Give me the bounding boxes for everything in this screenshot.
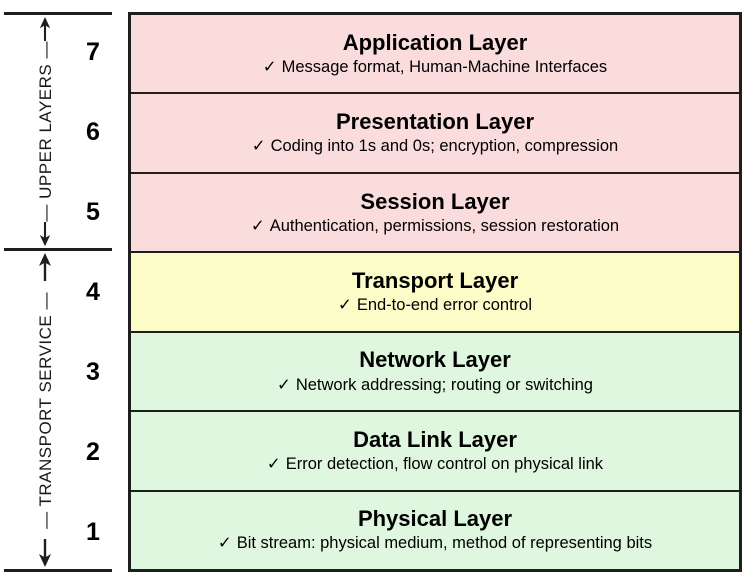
osi-table: Application Layer ✓Message format, Human… — [128, 12, 742, 572]
layer-title: Presentation Layer — [335, 109, 535, 135]
layer-desc-text: Coding into 1s and 0s; encryption, compr… — [270, 137, 619, 156]
layer-numbers-column: 7 6 5 4 3 2 1 — [72, 12, 114, 572]
layer-desc-text: Authentication, permissions, session res… — [269, 216, 620, 235]
check-icon: ✓ — [338, 296, 352, 315]
layer-row-presentation: Presentation Layer ✓Coding into 1s and 0… — [131, 92, 739, 172]
check-icon: ✓ — [250, 216, 265, 235]
check-icon: ✓ — [251, 137, 266, 156]
layer-row-transport: Transport Layer ✓End-to-end error contro… — [131, 251, 739, 331]
layer-title: Data Link Layer — [353, 426, 517, 452]
layer-title: Physical Layer — [357, 506, 513, 532]
layer-desc-text: End-to-end error control — [356, 296, 532, 315]
up-arrow-icon — [39, 253, 51, 281]
layer-title: Application Layer — [342, 29, 528, 55]
check-icon: ✓ — [277, 375, 291, 394]
bracket-rule-middle — [4, 248, 112, 251]
up-arrow-icon — [39, 17, 51, 42]
layer-number-6: 6 — [86, 117, 100, 146]
layer-desc: ✓Error detection, flow control on physic… — [267, 455, 603, 475]
layer-number-5: 5 — [86, 197, 100, 226]
transport-service-label: — TRANSPORT SERVICE — — [35, 291, 55, 529]
layer-title: Session Layer — [360, 188, 510, 214]
layer-row-data-link: Data Link Layer ✓Error detection, flow c… — [131, 410, 739, 490]
layer-row-application: Application Layer ✓Message format, Human… — [131, 15, 739, 93]
bracket-rule-top — [4, 12, 112, 15]
layer-desc: ✓Coding into 1s and 0s; encryption, comp… — [252, 137, 618, 157]
layer-title: Network Layer — [359, 347, 511, 373]
check-icon: ✓ — [217, 534, 232, 553]
layer-number-4: 4 — [86, 277, 100, 306]
check-icon: ✓ — [266, 455, 281, 474]
down-arrow-icon — [39, 538, 51, 567]
layer-desc-text: Bit stream: physical medium, method of r… — [236, 534, 653, 553]
upper-layers-label: — UPPER LAYERS — — [35, 41, 55, 222]
layer-row-physical: Physical Layer ✓Bit stream: physical med… — [131, 489, 739, 569]
layer-desc: ✓Bit stream: physical medium, method of … — [218, 534, 652, 554]
layer-desc: ✓Network addressing; routing or switchin… — [277, 376, 593, 396]
layer-desc: ✓Authentication, permissions, session re… — [251, 217, 619, 237]
layer-number-2: 2 — [86, 437, 100, 466]
layer-title: Transport Layer — [351, 267, 519, 293]
layer-desc-text: Message format, Human-Machine Interfaces — [281, 57, 608, 76]
upper-layers-bracket: — UPPER LAYERS — — [12, 17, 78, 246]
transport-service-bracket: — TRANSPORT SERVICE — — [12, 253, 78, 567]
down-arrow-icon — [39, 221, 51, 246]
layer-desc: ✓Message format, Human-Machine Interface… — [263, 58, 607, 78]
bracket-rule-bottom — [4, 569, 112, 572]
layer-desc-text: Error detection, flow control on physica… — [285, 455, 604, 474]
check-icon: ✓ — [262, 57, 277, 76]
layer-number-7: 7 — [86, 37, 100, 66]
layer-row-session: Session Layer ✓Authentication, permissio… — [131, 171, 739, 252]
layer-desc-text: Network addressing; routing or switching — [295, 375, 593, 394]
layer-desc: ✓End-to-end error control — [338, 296, 532, 316]
layer-number-3: 3 — [86, 357, 100, 386]
layer-number-1: 1 — [86, 517, 100, 546]
layer-row-network: Network Layer ✓Network addressing; routi… — [131, 330, 739, 411]
